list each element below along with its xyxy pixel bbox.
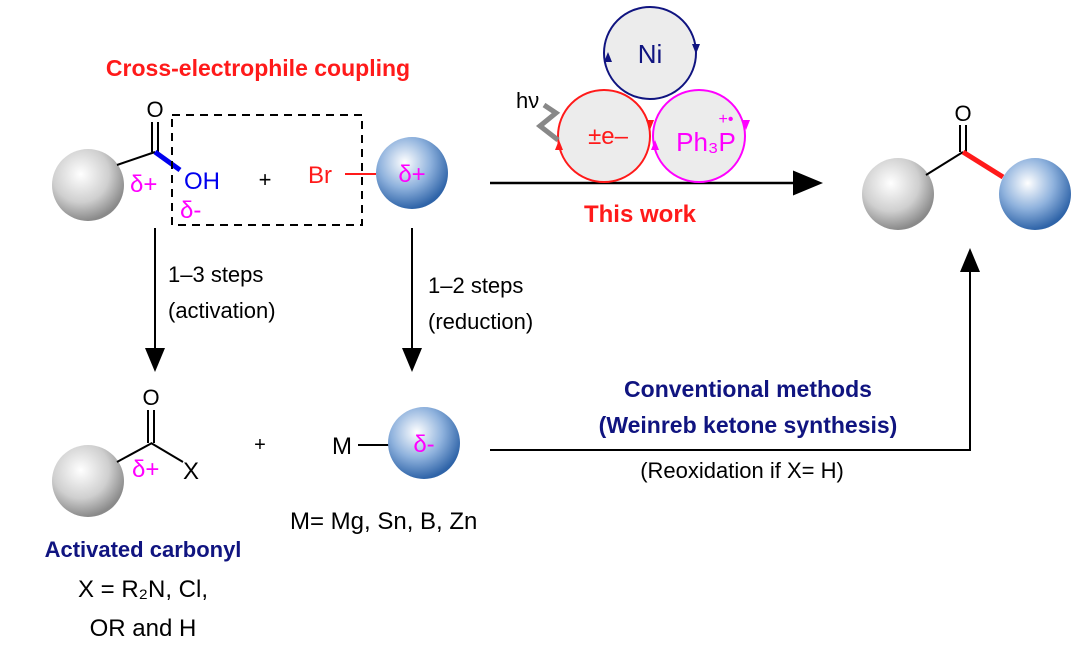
nickel-label: Ni [638, 39, 663, 69]
phosphine-label: Ph₃P [676, 127, 736, 157]
light-label: hν [516, 88, 539, 113]
delta-plus-label: δ+ [130, 171, 157, 198]
x-definition-line1: X = R₂N, Cl, [78, 576, 208, 603]
catalytic-cycles: Ni ±e– Ph₃P +• hν [516, 6, 750, 183]
gray-sphere [52, 445, 124, 517]
photocatalyst-cycle [557, 89, 651, 183]
plus-sign: + [259, 167, 272, 192]
hydroxyl-label: OH [184, 168, 220, 195]
gray-sphere [862, 158, 934, 230]
blue-sphere [376, 137, 448, 209]
activated-carbonyl-title: Activated carbonyl [45, 537, 242, 562]
gray-sphere [52, 149, 124, 221]
blue-sphere [388, 407, 460, 479]
ketone-product: O [862, 101, 1071, 230]
radical-cation-label: +• [719, 111, 734, 128]
conventional-title: Conventional methods [624, 376, 872, 402]
reduction-label: (reduction) [428, 309, 533, 334]
leaving-group-label: X [183, 458, 199, 485]
phosphine-cycle [652, 89, 746, 183]
bromide-label: Br [308, 162, 332, 189]
oxygen-label: O [142, 385, 159, 410]
delta-plus-label: δ+ [132, 456, 159, 483]
electron-transfer-label: ±e– [588, 123, 629, 150]
metals-list: M= Mg, Sn, B, Zn [290, 508, 477, 535]
this-work-label: This work [584, 201, 697, 228]
activated-carbonyl: O δ+ X [52, 385, 199, 517]
oxygen-label: O [146, 97, 163, 122]
delta-minus-label: δ- [413, 431, 434, 458]
conventional-subtitle: (Weinreb ketone synthesis) [599, 412, 898, 438]
activation-label: (activation) [168, 298, 276, 323]
delta-plus-label: δ+ [398, 161, 425, 188]
oxygen-label: O [954, 101, 971, 126]
x-definition-line2: OR and H [90, 615, 197, 642]
title: Cross-electrophile coupling [106, 55, 410, 81]
reduction-steps: 1–2 steps [428, 273, 523, 298]
carboxylic-acid: O OH δ+ δ- [52, 97, 220, 224]
conventional-arrow [490, 248, 980, 451]
activation-steps: 1–3 steps [168, 262, 263, 287]
dashed-box [171, 114, 363, 226]
plus-sign: + [254, 434, 266, 456]
delta-minus-label: δ- [180, 197, 201, 224]
metal-label: M [332, 433, 352, 460]
blue-sphere [999, 158, 1071, 230]
conventional-note: (Reoxidation if X= H) [640, 458, 844, 483]
light-bolt-icon [535, 102, 561, 142]
